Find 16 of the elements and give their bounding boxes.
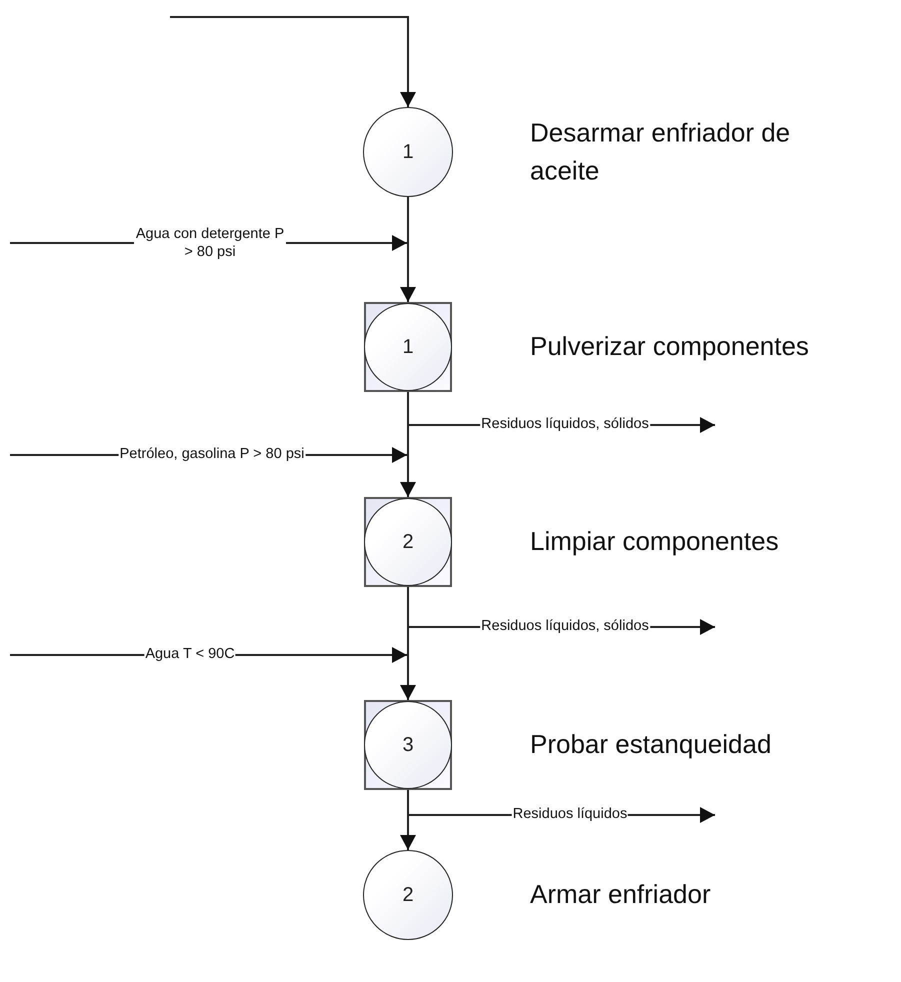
flow-arrow [400,790,416,850]
step-description: Limpiar componentes [530,525,780,558]
step-number: 1 [402,140,414,164]
step-number: 3 [402,734,414,756]
step-description: Pulverizar componentes [530,330,810,364]
step-description: Armar enfriador [530,878,712,912]
step-number: 2 [402,530,414,554]
flow-arrow [400,197,416,302]
edge-label: Agua con detergente P > 80 psi [134,224,286,262]
step-number: 1 [402,336,414,358]
flow-arrow [400,587,416,700]
flow-arrow [170,16,416,107]
step-number: 2 [402,884,414,906]
step-description: Desarmar enfriador de aceite [530,116,792,187]
flow-arrow [400,392,416,497]
step-description: Probar estanqueidad [530,728,772,762]
